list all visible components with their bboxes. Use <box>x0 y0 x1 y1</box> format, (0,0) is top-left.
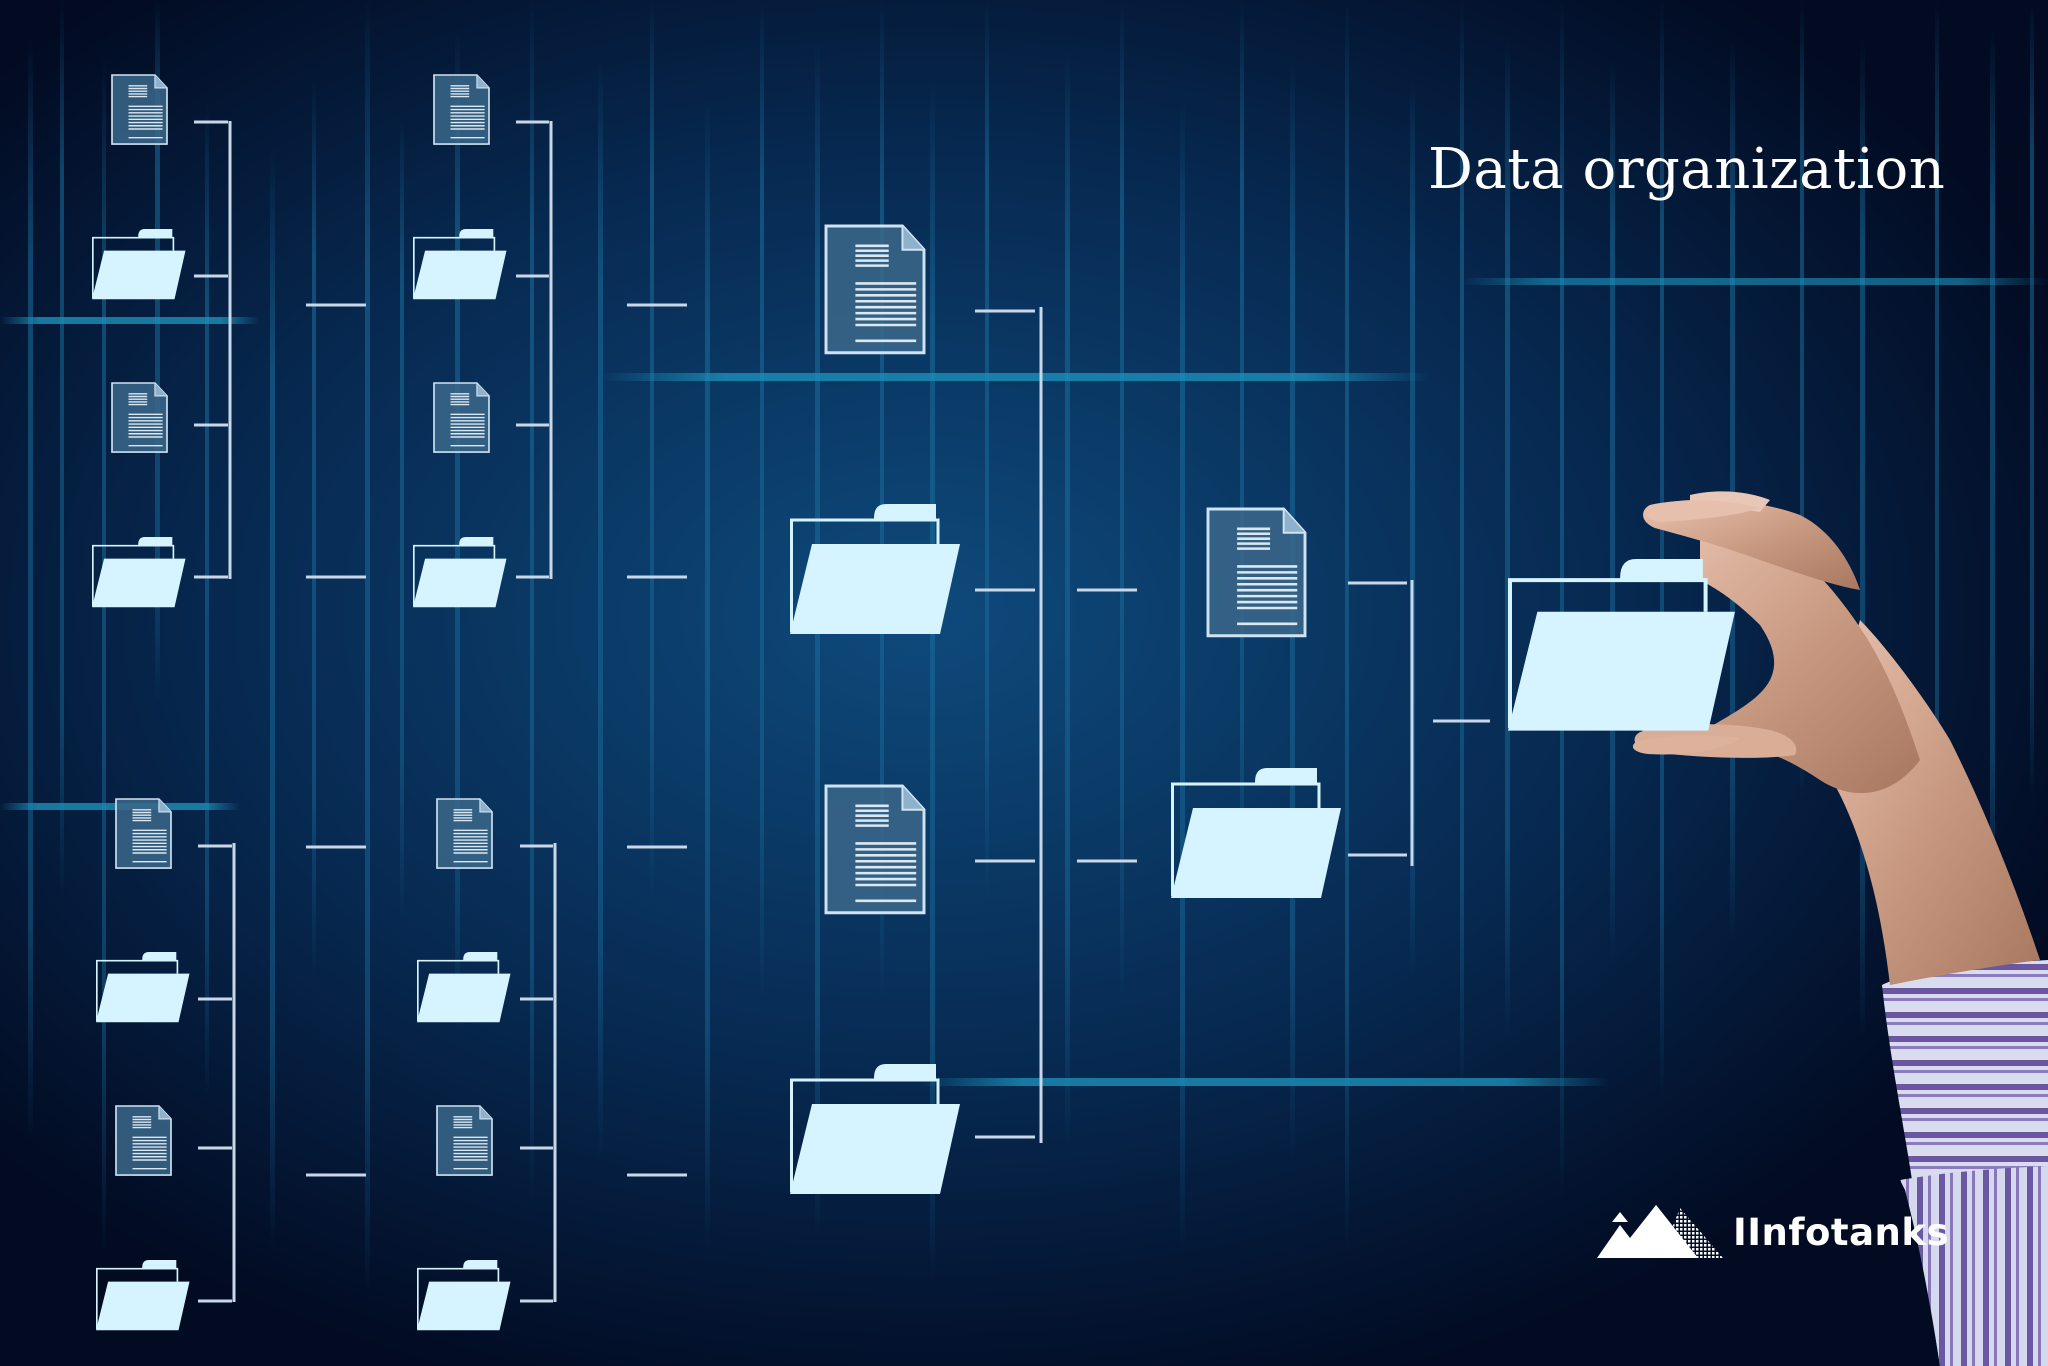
document-icon[interactable] <box>433 382 490 453</box>
tree-connectors <box>194 120 1490 1303</box>
hand-illustration <box>1634 491 2048 1366</box>
document-icon[interactable] <box>824 784 926 915</box>
document-icon[interactable] <box>433 74 490 145</box>
document-icon[interactable] <box>115 1105 172 1176</box>
mountains-icon <box>1597 1205 1723 1258</box>
document-icon[interactable] <box>111 382 168 453</box>
brand-name: IInfotanks <box>1733 1211 1950 1254</box>
document-icon[interactable] <box>1206 507 1307 638</box>
thumb-tip <box>1632 735 1740 755</box>
data-streaks-decoration <box>28 0 2034 1300</box>
document-icon[interactable] <box>436 1105 493 1176</box>
page-title: Data organization <box>1428 137 1946 202</box>
fingertip <box>1645 500 1760 522</box>
document-icon[interactable] <box>115 798 172 869</box>
document-icon[interactable] <box>436 798 493 869</box>
document-icon[interactable] <box>824 224 926 355</box>
document-icon[interactable] <box>111 74 168 145</box>
